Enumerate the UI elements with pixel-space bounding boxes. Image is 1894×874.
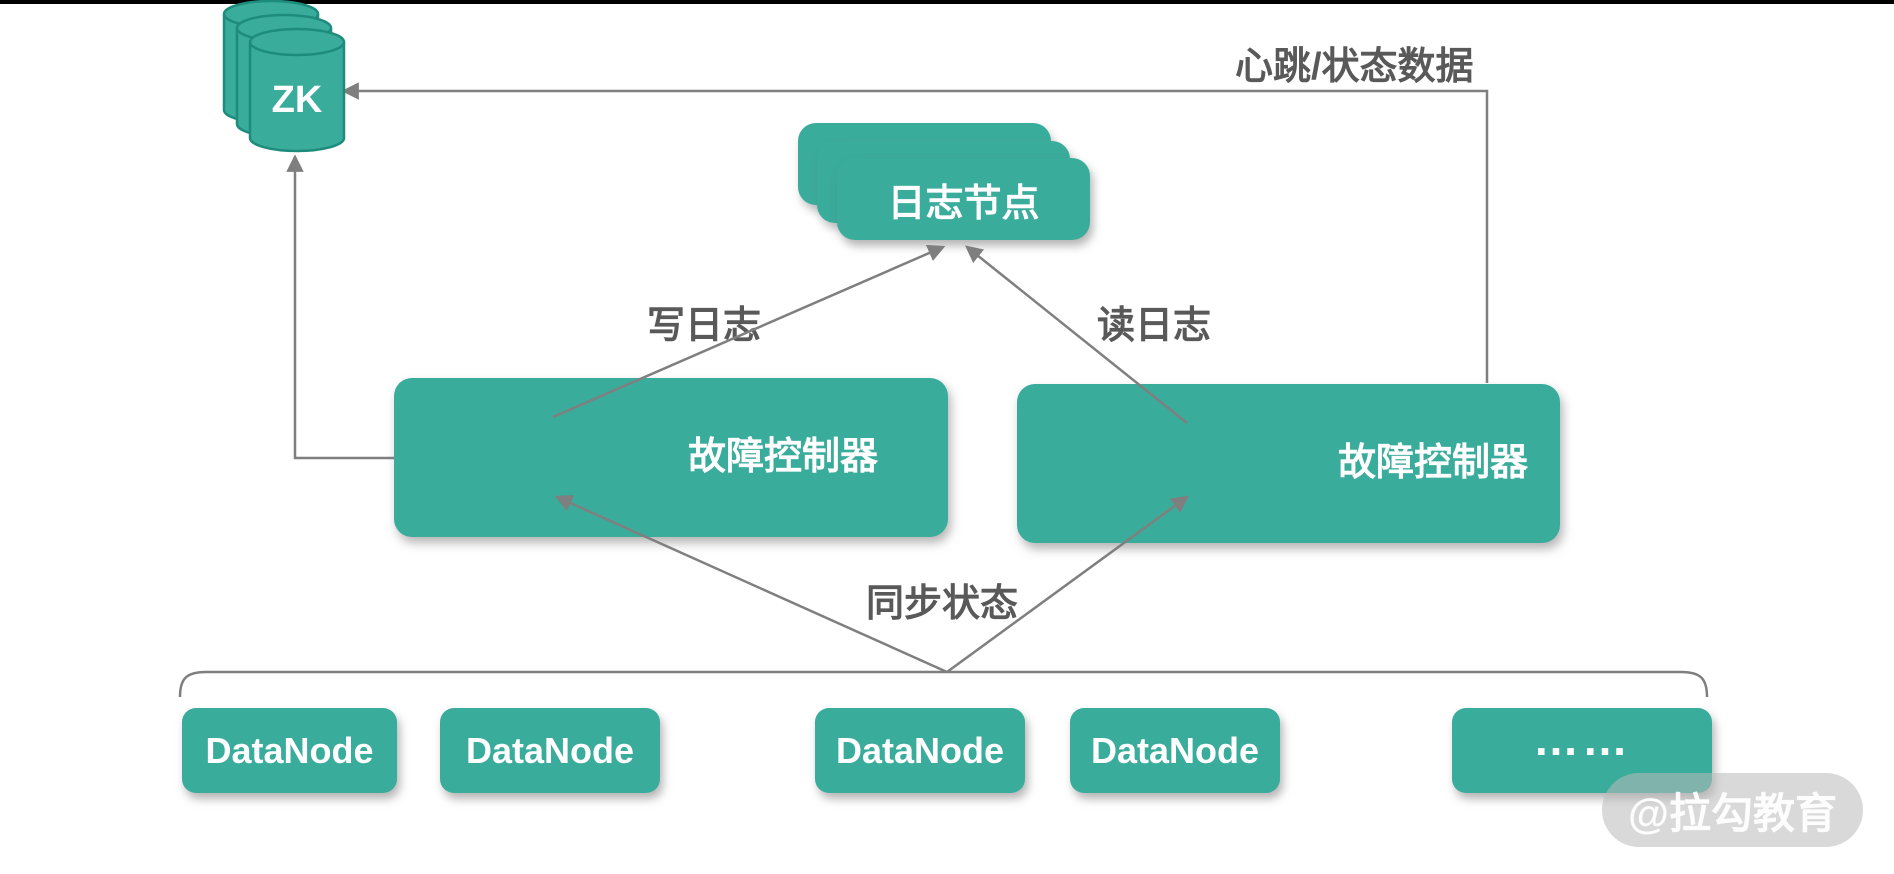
datanode-label: DataNode [205, 729, 374, 771]
heartbeat-edge-label: 心跳/状态数据 [1235, 46, 1474, 88]
datanode-box-3: DataNode [815, 708, 1025, 793]
failover-controller-standby-label: 故障控制器 [1338, 442, 1529, 484]
watermark-text: @拉勾教育 [1628, 789, 1837, 837]
datanode-label: DataNode [1090, 729, 1260, 771]
read-log-edge-label: 读日志 [1097, 305, 1212, 347]
sync-state-edge-label: 同步状态 [866, 583, 1019, 625]
zk-label: ZK [272, 79, 323, 121]
write-log-edge-label: 写日志 [647, 305, 762, 347]
watermark-badge: @拉勾教育 [1602, 773, 1863, 847]
journal-node-box: 日志节点 [837, 158, 1090, 240]
zk-election-arrow [286, 154, 394, 460]
datanode-box-1: DataNode [182, 708, 397, 793]
failover-controller-active-label: 故障控制器 [688, 436, 879, 478]
datanode-box-4: DataNode [1070, 708, 1280, 793]
datanode-label: DataNode [835, 729, 1005, 771]
zk-database-icon [222, 0, 346, 153]
datanode-group-brace [178, 670, 1709, 698]
journal-node-label: 日志节点 [887, 182, 1040, 225]
top-border-bar [0, 0, 1894, 4]
datanode-ellipsis-label: …… [1533, 712, 1631, 765]
datanode-label: DataNode [465, 729, 635, 771]
datanode-box-2: DataNode [440, 708, 660, 793]
